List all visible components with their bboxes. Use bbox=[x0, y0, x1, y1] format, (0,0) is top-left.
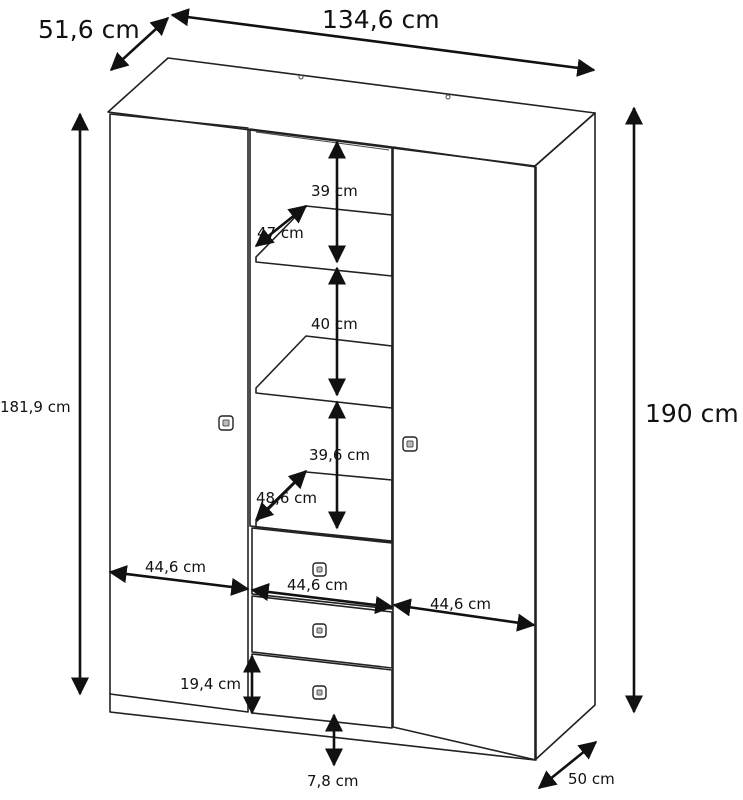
shelf-depth-top-arrow bbox=[254, 204, 308, 248]
drawer-1-knob-icon bbox=[312, 562, 327, 577]
drawer-3-knob-icon bbox=[312, 685, 327, 700]
plinth bbox=[109, 693, 536, 761]
depth-top-label: 51,6 cm bbox=[38, 15, 140, 44]
dimension-arrows bbox=[70, 8, 644, 790]
shelf-middle bbox=[255, 335, 393, 409]
shelf-gap-middle-label: 40 cm bbox=[311, 315, 358, 333]
right-width-label: 44,6 cm bbox=[430, 595, 491, 613]
width-top-arrow bbox=[170, 8, 596, 77]
right-width-arrow bbox=[392, 598, 536, 632]
shelf-gap-bottom-label: 39,6 cm bbox=[309, 446, 370, 464]
shelf-gap-top-label: 39 cm bbox=[311, 182, 358, 200]
drawer-height-label: 19,4 cm bbox=[180, 675, 241, 693]
drawer-2-knob-icon bbox=[312, 623, 327, 638]
shelf-depth-top-label: 47 cm bbox=[257, 224, 304, 242]
middle-width-label: 44,6 cm bbox=[287, 576, 348, 594]
total-height-label: 190 cm bbox=[645, 399, 739, 428]
depth-bottom-arrow bbox=[537, 740, 598, 790]
top-hole bbox=[445, 94, 451, 100]
depth-top-arrow bbox=[109, 16, 170, 72]
right-door-knob-icon bbox=[402, 436, 418, 452]
depth-bottom-label: 50 cm bbox=[568, 770, 615, 788]
plinth-height-label: 7,8 cm bbox=[307, 772, 358, 790]
shelf-depth-bottom-arrow bbox=[254, 469, 308, 522]
wardrobe bbox=[107, 57, 596, 761]
left-door-knob-icon bbox=[218, 415, 234, 431]
middle-width-arrow bbox=[250, 582, 394, 615]
door-height-label: 181,9 cm bbox=[0, 398, 71, 416]
shelf-depth-bottom-label: 48,6 cm bbox=[256, 489, 317, 507]
left-width-arrow bbox=[108, 565, 250, 596]
left-width-label: 44,6 cm bbox=[145, 558, 206, 576]
right-door bbox=[392, 146, 537, 761]
wardrobe-right-side bbox=[534, 112, 596, 761]
compartment-top-inner bbox=[255, 131, 390, 151]
left-door bbox=[109, 113, 249, 713]
width-top-label: 134,6 cm bbox=[322, 5, 440, 34]
wardrobe-top bbox=[107, 57, 596, 167]
dimension-labels: 51,6 cm 134,6 cm 181,9 cm 190 cm 39 cm 4… bbox=[0, 5, 739, 790]
